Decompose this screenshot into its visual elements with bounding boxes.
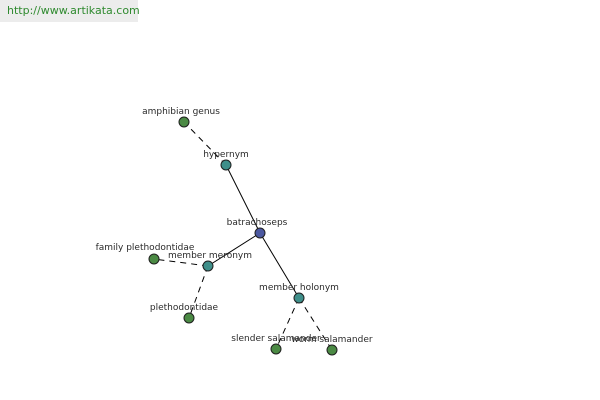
edge-holonym-slender-salamander xyxy=(275,297,300,350)
label-hypernym: hypernym xyxy=(203,150,249,160)
node-hypernym[interactable] xyxy=(220,159,232,171)
label-worm-salamander: worm salamander xyxy=(291,335,372,345)
label-member-holonym: member holonym xyxy=(259,283,339,293)
label-slender-salamander: slender salamander xyxy=(231,334,321,344)
edge-center-member-holonym xyxy=(259,232,300,299)
node-family-plethodontidae[interactable] xyxy=(148,253,160,265)
node-worm-salamander[interactable] xyxy=(326,344,338,356)
label-batrachoseps: batrachoseps xyxy=(227,218,288,228)
label-plethodontidae: plethodontidae xyxy=(150,303,219,313)
watermark-bar: http://www.artikata.com xyxy=(0,0,140,22)
node-member-meronym[interactable] xyxy=(202,260,214,272)
label-family-plethodontidae: family plethodontidae xyxy=(96,243,195,253)
watermark-url: http://www.artikata.com xyxy=(7,4,140,17)
node-slender-salamander[interactable] xyxy=(270,343,282,355)
node-member-holonym[interactable] xyxy=(293,292,305,304)
node-plethodontidae[interactable] xyxy=(183,312,195,324)
label-member-meronym: member meronym xyxy=(168,251,252,261)
edge-meronym-plethodontidae xyxy=(188,265,209,319)
edge-center-member-meronym xyxy=(207,232,261,267)
label-amphibian-genus: amphibian genus xyxy=(142,107,220,117)
edge-center-hypernym xyxy=(225,164,261,234)
edge-meronym-family-plethodontidae xyxy=(153,258,209,267)
node-amphibian-genus[interactable] xyxy=(178,116,190,128)
node-batrachoseps[interactable] xyxy=(254,227,266,239)
